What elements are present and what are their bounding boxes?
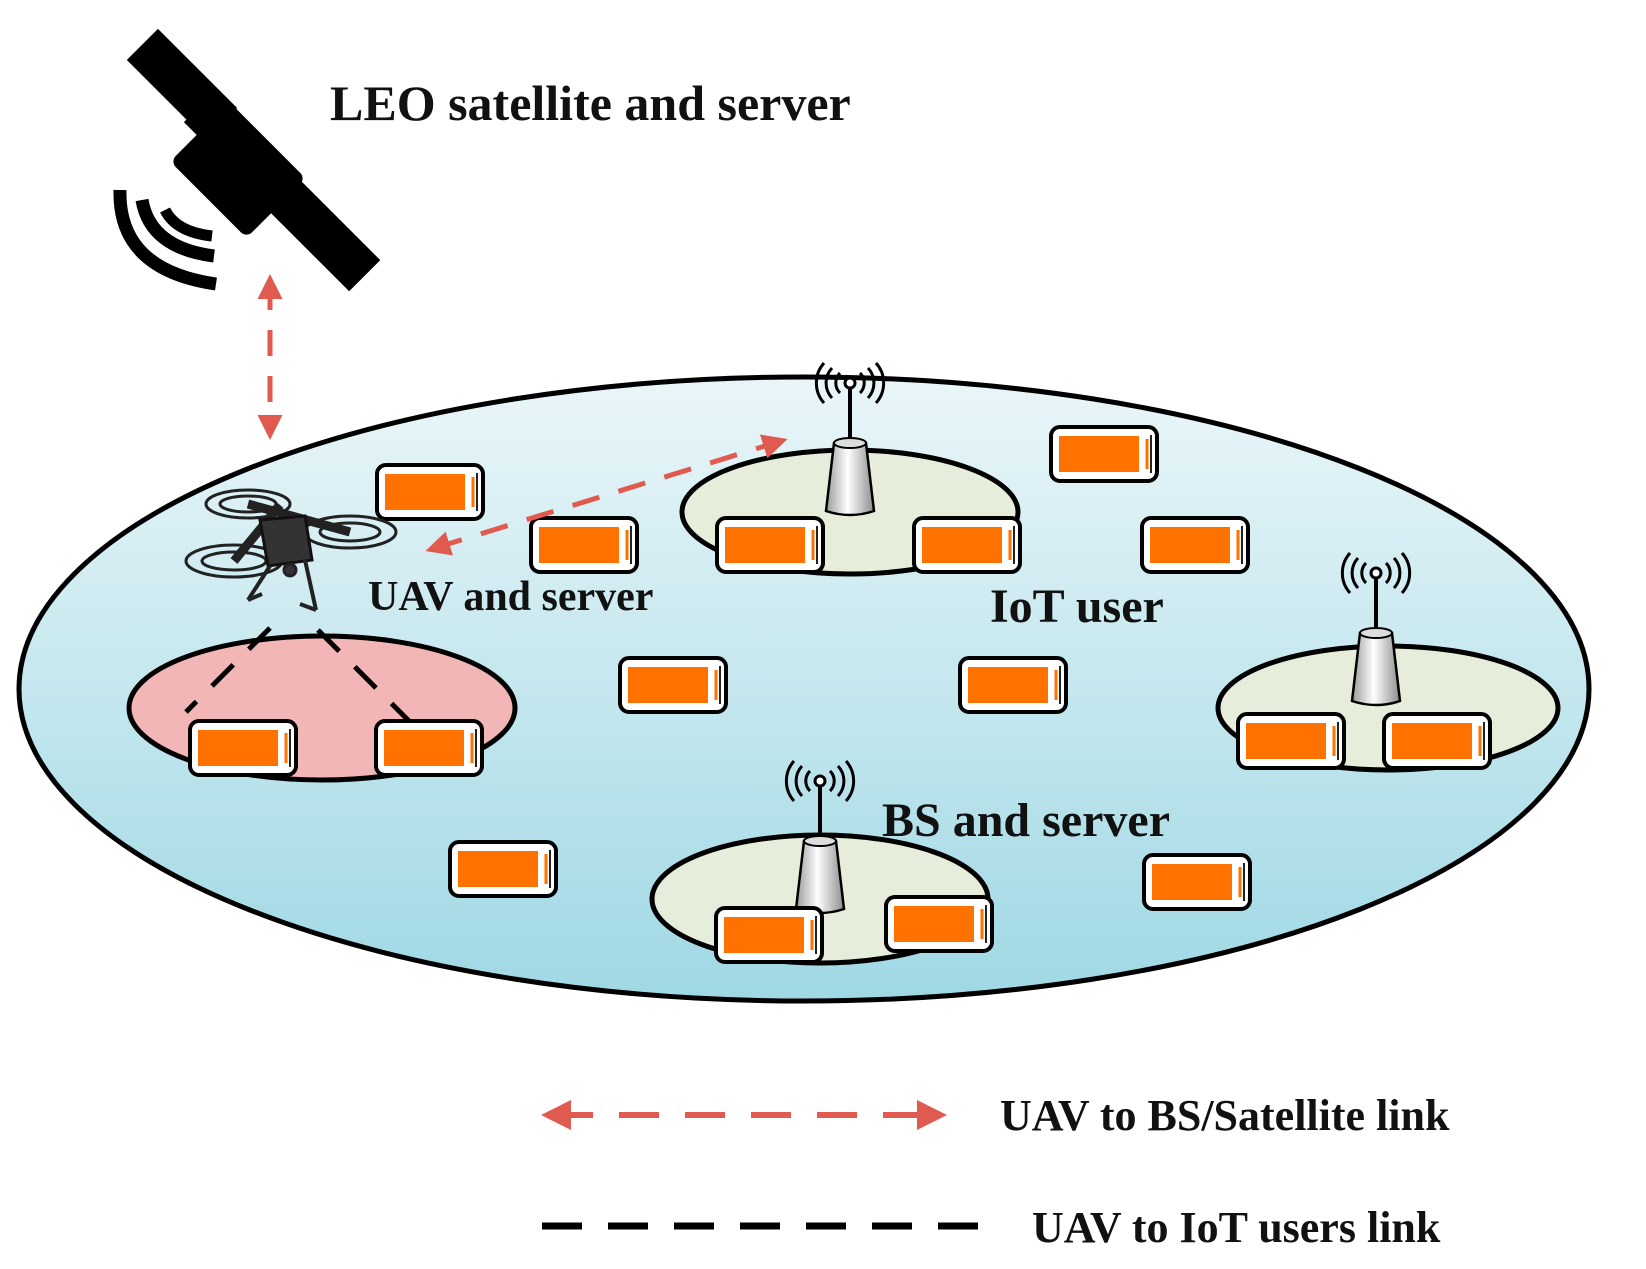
iot-device-icon [1382,712,1492,770]
iot-device-icon [1142,853,1252,911]
satellite-label: LEO satellite and server [330,75,851,131]
iot-device-icon [618,656,728,714]
uav-iot-link-left [184,626,272,714]
uav-label: UAV and server [368,574,653,620]
iot-device-icon [714,906,824,964]
iot-device-icon [375,463,485,521]
uav-iot-link-right [316,628,412,724]
iot-device-icon [884,895,994,953]
bs-label: BS and server [882,794,1170,847]
satellite-icon [126,28,381,292]
iot-device-icon [912,516,1022,574]
iot-device-icon [1140,516,1250,574]
signal-waves-icon [113,189,217,291]
iot-device-icon [448,840,558,898]
iot-device-icon [529,516,639,574]
iot-device-icon [1236,712,1346,770]
iot-device-icon [1049,425,1159,483]
iot-user-label: IoT user [990,580,1164,633]
iot-device-icon [188,719,298,777]
uav-icon [184,488,398,612]
legend: UAV to BS/Satellite link UAV to IoT user… [541,1091,1450,1252]
iot-device-icon [715,516,825,574]
iot-device-icon [958,656,1068,714]
legend-black-link-label: UAV to IoT users link [1032,1203,1441,1252]
iot-device-icon [374,719,484,777]
uav-bs-link [425,434,788,556]
legend-red-link-label: UAV to BS/Satellite link [1000,1091,1450,1140]
